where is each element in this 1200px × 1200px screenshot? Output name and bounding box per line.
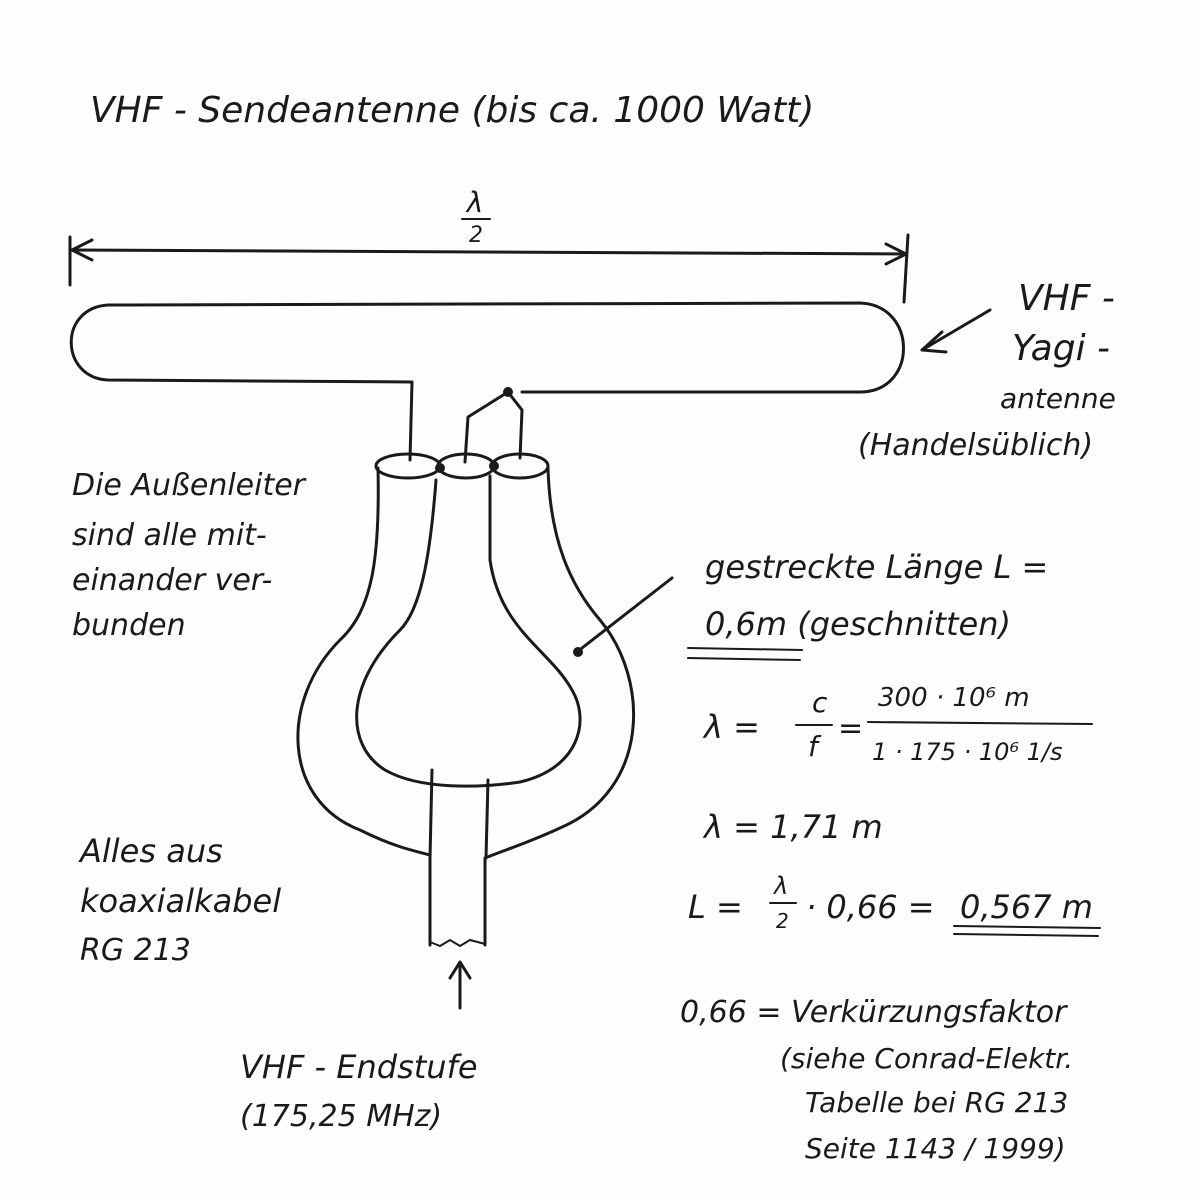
coax-cut-end	[429, 938, 486, 948]
shield-note-line1: Die Außenleiter	[72, 468, 307, 503]
source-label-line2: (175,25 MHz)	[240, 1099, 442, 1134]
feed-right-wire	[506, 390, 524, 460]
dimension-right-tick	[902, 233, 910, 304]
shield-note-line4: bunden	[72, 608, 186, 643]
formula-lambda-prefix: λ =	[702, 708, 760, 746]
shield-note-line2: sind alle mit-	[72, 518, 267, 553]
formula-L-factor: · 0,66 =	[806, 888, 935, 926]
velocity-note-line1: 0,66 = Verkürzungsfaktor	[680, 995, 1068, 1030]
formula-L-prefix: L =	[688, 888, 743, 926]
folded-dipole-element	[69, 301, 905, 394]
formula-equals: =	[838, 711, 863, 746]
feed-center-wire	[463, 390, 510, 464]
stretched-length-line2: 0,6m (geschnitten)	[705, 605, 1011, 643]
material-note-line1: Alles aus	[78, 832, 223, 870]
material-note-line2: koaxialkabel	[80, 882, 281, 920]
dimension-line	[70, 248, 908, 256]
material-note-line3: RG 213	[80, 933, 191, 968]
formula-f: f	[808, 730, 822, 763]
dimension-left-arrowhead	[70, 238, 94, 262]
yagi-label-line1: VHF -	[1018, 278, 1115, 319]
stretched-length-line1: gestreckte Länge L =	[705, 548, 1048, 586]
shield-note-line3: einander ver-	[72, 563, 272, 598]
shield-junction-left	[435, 463, 445, 473]
dimension-numerator: λ	[465, 186, 484, 219]
yagi-arrow-shaft	[920, 308, 992, 352]
yagi-label-line2: Yagi -	[1012, 328, 1110, 369]
formula-c: c	[812, 686, 828, 719]
formula-L-result: 0,567 m	[960, 888, 1093, 926]
velocity-note-line3: Tabelle bei RG 213	[805, 1086, 1068, 1119]
yagi-label-line4: (Handelsüblich)	[858, 428, 1093, 463]
coax-center-right-run	[484, 778, 490, 860]
formula-denominator: 1 · 175 · 10⁶ 1/s	[872, 738, 1063, 766]
feed-left-wire	[408, 380, 414, 462]
formula-L-underline-2	[953, 933, 1099, 937]
formula-L-frac-den: 2	[776, 909, 789, 933]
diagram-title: VHF - Sendeantenne (bis ca. 1000 Watt)	[90, 90, 814, 131]
stretched-length-underline-2	[687, 657, 801, 661]
formula-main-bar	[867, 721, 1093, 725]
coax-left-end	[374, 452, 442, 480]
coax-center-left-run	[428, 768, 434, 860]
shield-junction-right	[489, 461, 499, 471]
source-label-line1: VHF - Endstufe	[240, 1048, 478, 1086]
length-pointer-dot	[573, 647, 583, 657]
dimension-right-arrowhead	[884, 242, 908, 266]
yagi-arrowhead	[920, 330, 948, 354]
formula-numerator: 300 · 10⁶ m	[878, 683, 1030, 713]
source-arrowhead	[448, 960, 472, 980]
formula-L-frac-num: λ	[772, 872, 788, 900]
dimension-half-wavelength: λ 2	[68, 186, 910, 304]
coax-loop-outer-right	[483, 466, 636, 947]
yagi-label-line3: antenne	[1000, 382, 1116, 415]
formula-L-underline-1	[953, 925, 1101, 929]
dimension-denominator: 2	[469, 223, 483, 248]
yagi-pointer-arrow	[920, 308, 992, 354]
stretched-length-underline-1	[687, 647, 803, 651]
lambda-result: λ = 1,71 m	[702, 808, 883, 846]
length-pointer-line	[580, 576, 674, 650]
velocity-note-line2: (siehe Conrad-Elektr.	[780, 1042, 1073, 1075]
coax-loop-inner	[355, 474, 582, 788]
velocity-note-line4: Seite 1143 / 1999)	[805, 1132, 1066, 1165]
coax-loop-outer	[296, 466, 432, 947]
